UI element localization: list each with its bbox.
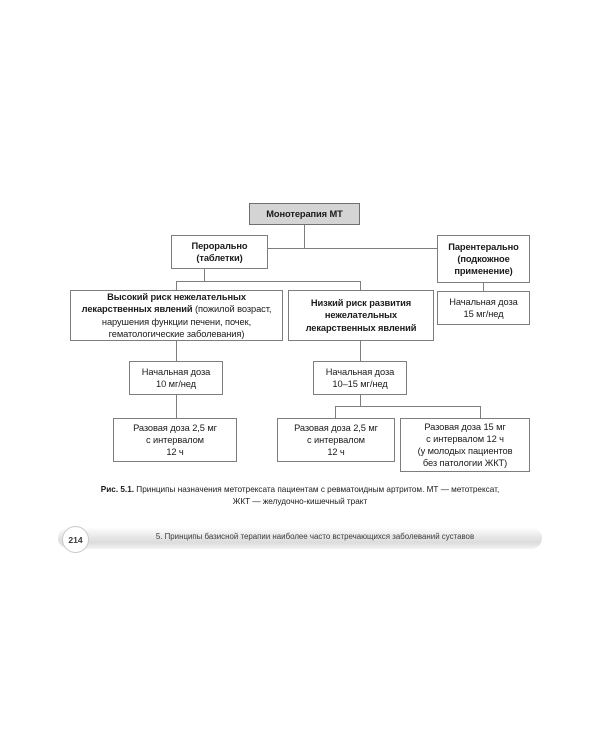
edge-to-low-risk [360,281,361,290]
edge-to-dose-b [335,406,336,418]
edge-oral-bus [176,281,361,282]
edge-start1015-down [360,395,361,406]
node-label-line2: с интервалом 12 ч [426,433,504,444]
node-label-rest: (пожилой возраст, нарушения функции пече… [101,304,272,339]
node-label-line2: (подкожное [457,253,510,264]
node-label-line2: (таблетки) [196,253,243,263]
node-label-line1: Начальная доза [141,366,211,377]
node-monoterapiya-mt[interactable]: Монотерапия МТ [249,203,360,225]
node-label-line3: 12 ч [166,447,184,458]
edge-to-high-risk [176,281,177,290]
footer-band [58,527,542,549]
node-label: Монотерапия МТ [266,208,343,219]
node-label-line2: 15 мг/нед [463,309,504,319]
edge-highrisk-down [176,341,177,361]
node-label-line1: Перорально [191,240,248,251]
edge-lowrisk-down [360,341,361,361]
node-label-line1: Начальная доза [325,366,395,377]
node-label-line1: Разовая доза 2,5 мг [294,422,378,433]
edge-oral-down [204,269,205,281]
node-label-line2: с интервалом [307,434,365,445]
figure-label: Рис. 5.1. [100,485,135,494]
node-label-line3: применение) [454,266,513,277]
node-label-line1: Разовая доза 2,5 мг [133,422,217,433]
node-label-line2: 10 мг/нед [156,379,196,389]
node-label-line1: Разовая доза 15 мг [424,421,506,432]
node-nachalnaya-doza-15[interactable]: Начальная доза 15 мг/нед [437,291,530,325]
node-label-line3: 12 ч [327,447,345,458]
node-label-line4: без патологии ЖКТ) [422,458,508,469]
running-head: 5. Принципы базисной терапии наиболее ча… [155,532,475,541]
node-nachalnaya-doza-10[interactable]: Начальная доза 10 мг/нед [129,361,223,395]
node-vysokiy-risk[interactable]: Высокий риск нежелательных лекарственных… [70,290,283,341]
flowchart-metotrexat: Монотерапия МТ Перорально (таблетки) Пар… [70,203,530,472]
node-label-line3: лекарственных явлений [305,322,417,333]
edge-row2-bus [258,248,448,249]
edge-root-down [304,225,305,249]
node-label-line3: (у молодых пациентов [417,446,513,456]
node-label-line1: Начальная доза [449,296,518,307]
node-label-bold: Высокий риск нежелательных лекарственных… [81,292,246,315]
node-peroralno[interactable]: Перорально (таблетки) [171,235,268,269]
node-nachalnaya-doza-10-15[interactable]: Начальная доза 10–15 мг/нед [313,361,407,395]
node-razovaya-doza-c[interactable]: Разовая доза 15 мг с интервалом 12 ч (у … [400,418,530,472]
edge-bottom-bus [335,406,480,407]
caption-line2: ЖКТ — желудочно-кишечный тракт [232,497,368,506]
node-razovaya-doza-b[interactable]: Разовая доза 2,5 мг с интервалом 12 ч [277,418,395,462]
page-number: 214 [62,526,89,553]
node-label-line1: Парентерально [448,241,519,252]
edge-to-dose-c [480,406,481,418]
figure-caption: Рис. 5.1. Принципы назначения метотрекса… [56,484,544,508]
caption-line1: Принципы назначения метотрексата пациент… [134,485,500,494]
node-label-line2: 10–15 мг/нед [332,379,388,389]
edge-start10-down [176,395,177,418]
node-nizkiy-risk[interactable]: Низкий риск развития нежелательных лекар… [288,290,434,341]
node-label-line2: с интервалом [146,434,204,445]
node-label-line2: нежелательных [324,310,398,321]
page-footer: 214 5. Принципы базисной терапии наиболе… [0,526,600,553]
node-parenteralno[interactable]: Парентерально (подкожное применение) [437,235,530,283]
node-label-line1: Низкий риск развития [310,298,412,309]
node-razovaya-doza-a[interactable]: Разовая доза 2,5 мг с интервалом 12 ч [113,418,237,462]
edge-parenteral-down [483,283,484,291]
